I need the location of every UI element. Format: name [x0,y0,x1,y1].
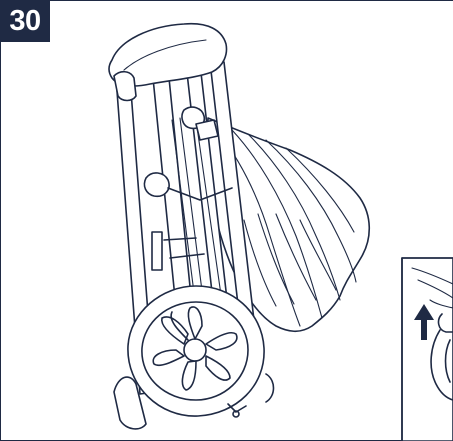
detail-inset [401,257,453,441]
step-number-badge: 30 [0,0,50,42]
up-arrow-icon [414,304,434,340]
wheel-spokes [152,306,238,391]
rear-wheel [127,285,265,418]
handlebar [108,22,228,102]
front-foot [113,373,275,430]
